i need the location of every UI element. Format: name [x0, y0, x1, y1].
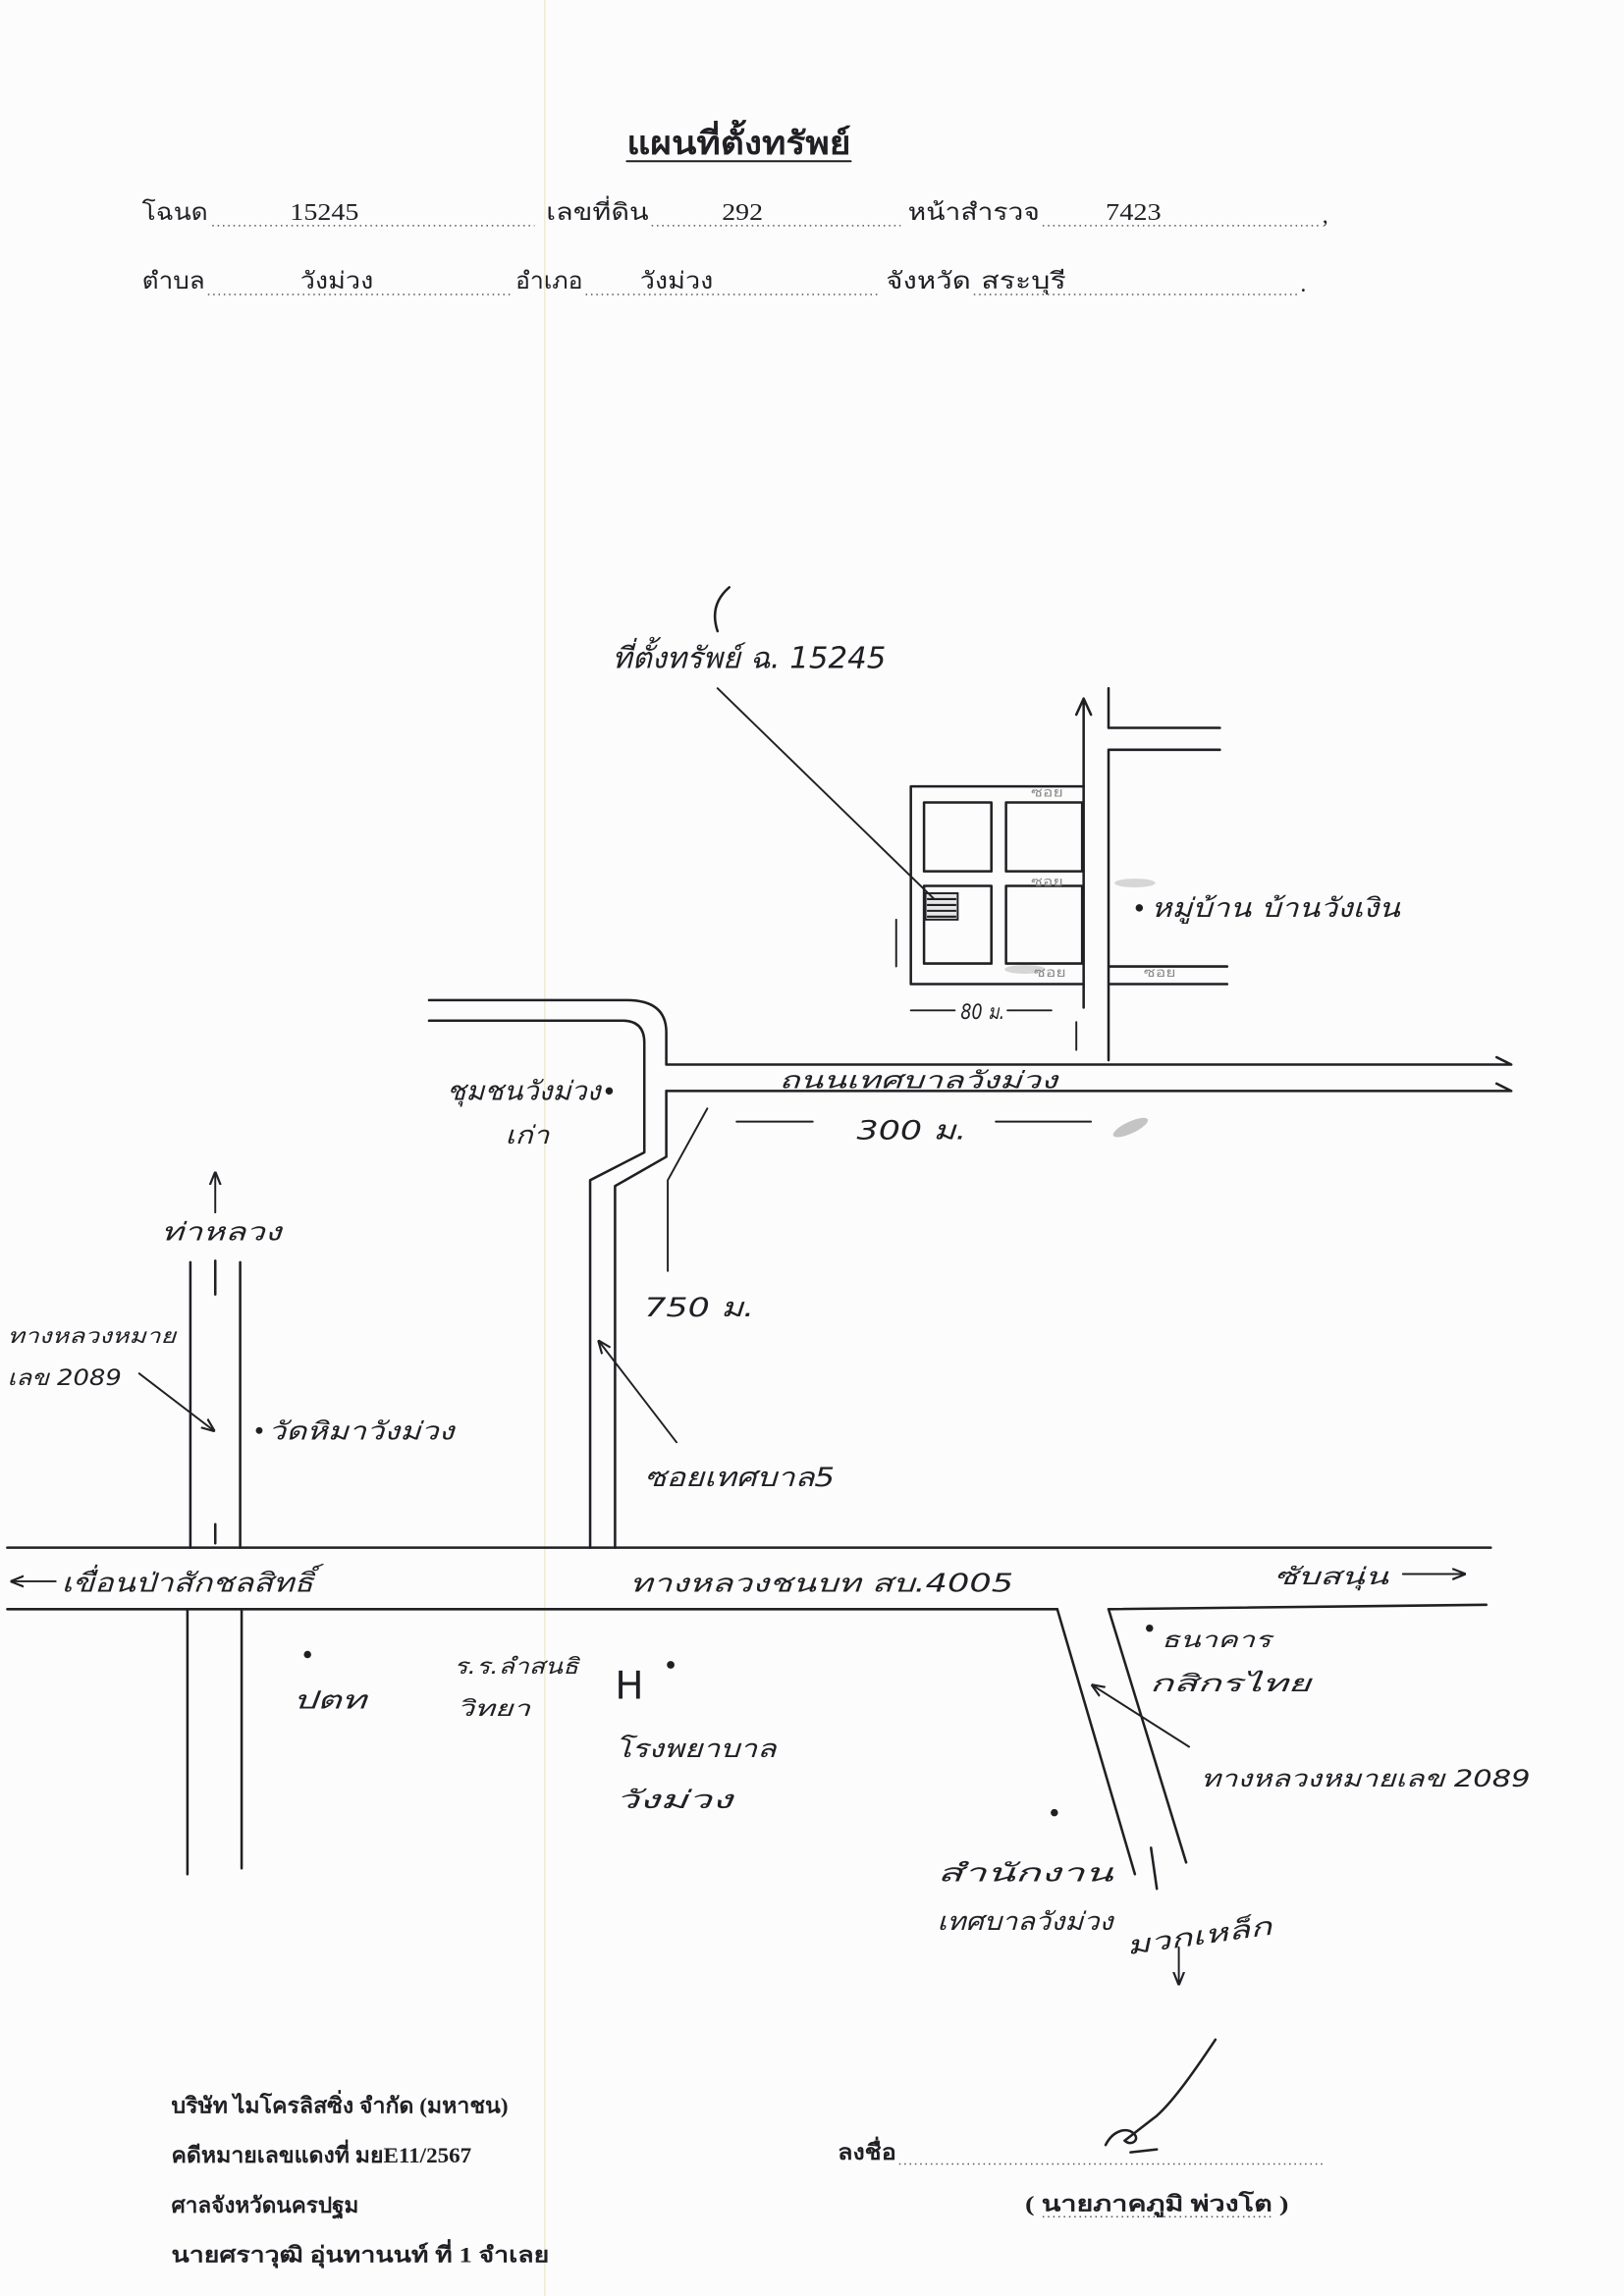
highway-2089-north-road	[189, 1259, 242, 1549]
land-no-label: เลขที่ดิน	[546, 195, 648, 226]
temple-dot-icon	[255, 1426, 263, 1434]
property-label: ที่ตั้งทรัพย์ ฉ. 15245	[612, 636, 886, 675]
road-west-south-branch	[186, 1608, 244, 1876]
soi-5-pointer-arrow-icon	[599, 1341, 678, 1444]
handwritten-signature	[1104, 2038, 1218, 2154]
deed-value: 15245	[290, 200, 358, 226]
survey-page-value: 7423	[1106, 200, 1162, 226]
document-footer: บริษัท ไมโครลิสซิ่ง จำกัด (มหาชน) คดีหมา…	[171, 2038, 1326, 2269]
temple-label: วัดหิมาวังม่วง	[268, 1415, 456, 1445]
subdistrict-label: ตำบล	[142, 269, 205, 294]
dimension-750m-line	[667, 1107, 709, 1272]
community-dot-icon	[605, 1087, 614, 1095]
village-label: หมู่บ้าน บ้านวังเงิน	[1151, 893, 1400, 924]
row2-end-mark: .	[1300, 272, 1306, 297]
north-destination-label: ท่าหลวง	[161, 1216, 284, 1246]
row1-end-mark: ,	[1323, 203, 1328, 229]
soi-5-road	[427, 1019, 668, 1549]
main-road-south-edge	[6, 1603, 1489, 1611]
plot-lot	[1004, 801, 1084, 873]
municipal-road	[427, 998, 1513, 1093]
south-destination-label: มวกเหล็ก	[1124, 1910, 1275, 1960]
soi-mark: ซอย	[1031, 786, 1063, 801]
municipal-office-label-line2: เทศบาลวังม่วง	[938, 1906, 1115, 1936]
page-title: แผนที่ตั้งทรัพย์	[626, 119, 850, 162]
handwritten-bracket-mark	[713, 586, 731, 633]
hospital-dot-icon	[667, 1661, 675, 1669]
defendant-name: นายศราวุฒิ อุ่นทานนท์ ที่ 1 จำเลย	[171, 2238, 549, 2269]
village-dot-icon	[1135, 904, 1144, 912]
district-value: วังม่วง	[640, 269, 714, 294]
hospital-label-line2: วังม่วง	[615, 1785, 734, 1814]
hospital-symbol: H	[615, 1664, 643, 1708]
village-access-road	[1074, 686, 1229, 1062]
company-name: บริษัท ไมโครลิสซิ่ง จำกัด (มหาชน)	[171, 2089, 508, 2117]
location-map: ซอย ซอย ซอย ซอย ที่ตั้งทรัพย์ ฉ. 15245 ห…	[6, 586, 1531, 1984]
dimension-80m-lines	[909, 1009, 1078, 1051]
municipal-road-label: ถนนเทศบาลวังม่วง	[779, 1066, 1060, 1094]
plot-lot	[922, 801, 993, 873]
province-label: จังหวัด	[886, 269, 971, 294]
court-name: ศาลจังหวัดนครปฐม	[171, 2193, 358, 2219]
bank-label-line2: กสิกรไทย	[1150, 1670, 1314, 1697]
community-label: ชุมชนวังม่วง	[447, 1076, 603, 1106]
plot-lot	[922, 884, 993, 965]
office-dot-icon	[1051, 1808, 1058, 1817]
property-pointer-line	[716, 687, 936, 900]
highway-2089-north-label: ทางหลวงหมาย	[7, 1324, 178, 1348]
soi-mark: ซอย	[1031, 876, 1063, 890]
bank-dot-icon	[1146, 1624, 1154, 1632]
hospital-label: โรงพยาบาล	[615, 1734, 778, 1763]
subject-property-plot	[924, 892, 959, 921]
distance-750m-label: 750 ม.	[644, 1293, 754, 1323]
bank-label: ธนาคาร	[1162, 1628, 1275, 1653]
municipal-office-label: สำนักงาน	[938, 1858, 1114, 1888]
plot-lot	[1004, 884, 1084, 965]
plot-block-outline	[909, 784, 1085, 986]
survey-page-label: หน้าสำรวจ	[908, 200, 1040, 226]
smudge	[1004, 965, 1046, 975]
document-header: แผนที่ตั้งทรัพย์ โฉนด 15245 เลขที่ดิน 29…	[142, 119, 1328, 297]
school-label-line2: วิทยา	[457, 1696, 532, 1722]
deed-label: โฉนด	[142, 198, 208, 226]
distance-80m-label: 80 ม.	[960, 1000, 1004, 1024]
school-label: ร.ร.ลำสนธิ	[454, 1654, 580, 1680]
gas-station-dot-icon	[303, 1650, 311, 1659]
signer-name: ( นายภาคภูมิ พ่วงโต )	[1025, 2190, 1288, 2217]
subdistrict-value: วังม่วง	[300, 269, 374, 294]
main-road-label: ทางหลวงชนบท สบ.4005	[629, 1568, 1013, 1597]
distance-300m-label: 300 ม.	[856, 1116, 966, 1147]
east-destination-label: ซับสนุ่น	[1274, 1563, 1389, 1591]
signature-label: ลงชื่อ	[838, 2136, 896, 2164]
case-number: คดีหมายเลขแดงที่ มยE11/2567	[171, 2139, 471, 2167]
soi-mark: ซอย	[1144, 966, 1176, 981]
community-label-old: เก่า	[506, 1120, 551, 1149]
highway-2089-north-label-number: เลข 2089	[7, 1365, 121, 1391]
highway-2089-south-pointer-arrow-icon	[1093, 1685, 1191, 1748]
district-label: อำเภอ	[515, 269, 583, 294]
gas-station-label: ปตท	[293, 1685, 369, 1715]
land-no-value: 292	[722, 200, 763, 226]
smudge	[1113, 879, 1156, 888]
province-value: สระบุรี	[981, 268, 1066, 294]
highway-2089-north-pointer-arrow-icon	[137, 1372, 214, 1430]
smudge	[1112, 1117, 1149, 1138]
soi-mark: ซอย	[1034, 966, 1066, 981]
highway-2089-south-label: ทางหลวงหมายเลข 2089	[1201, 1765, 1531, 1792]
soi-5-label: ซอยเทศบาล5	[644, 1463, 835, 1493]
highway-2089-south-road	[1056, 1608, 1188, 1891]
west-destination-label: เขื่อนป่าสักชลสิทธิ์	[62, 1563, 325, 1598]
